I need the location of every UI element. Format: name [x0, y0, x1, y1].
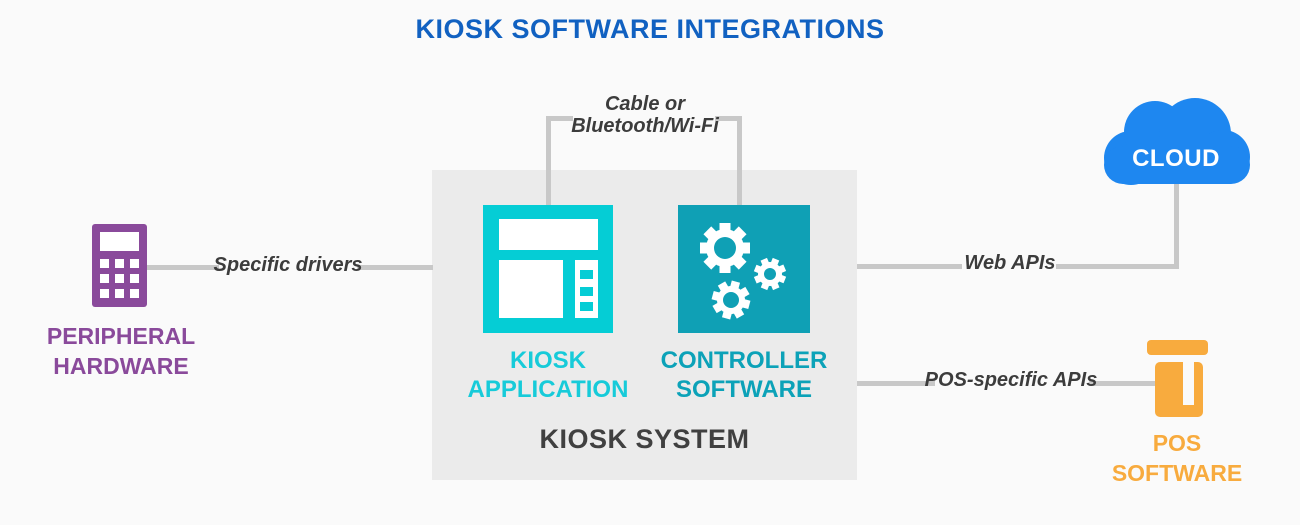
connector-cable-left-vertical [546, 116, 551, 206]
connector-cable-label-line2: Bluetooth/Wi-Fi [571, 115, 719, 137]
cash-register-slot [1183, 362, 1194, 405]
cash-register-icon [1155, 362, 1203, 417]
connector-posapis-segment-right [1089, 381, 1155, 386]
calculator-key [100, 289, 109, 298]
connector-webapis-segment-right [1056, 264, 1177, 269]
connector-drivers-label: Specific drivers [213, 254, 363, 276]
controller-software-label-line2: SOFTWARE [676, 376, 812, 403]
kiosk-application-label-line1: KIOSK [509, 347, 586, 374]
app-window-icon [483, 205, 613, 333]
connector-cable-right-horizontal [715, 116, 742, 121]
app-window-sidebar-item [580, 302, 593, 311]
kiosk-system-label: KIOSK SYSTEM [539, 424, 750, 454]
calculator-key [115, 289, 124, 298]
connector-webapis-label: Web APIs [964, 252, 1056, 274]
peripheral-hardware-label-line2: HARDWARE [53, 353, 189, 379]
gears-icon [678, 205, 810, 333]
calculator-key [115, 259, 124, 268]
connector-cable-label-line1: Cable or [604, 93, 686, 115]
gears-graphic [700, 223, 787, 320]
cloud-icon: CLOUD [1104, 98, 1250, 185]
app-window-sidebar-item [580, 287, 593, 296]
app-window-content [499, 260, 563, 318]
kiosk-application-label: KIOSK APPLICATION [448, 346, 648, 404]
peripheral-hardware-label-line1: PERIPHERAL [46, 323, 196, 349]
connector-cable-right-vertical [737, 116, 742, 206]
calculator-key [100, 274, 109, 283]
cash-register-icon-cap [1147, 340, 1208, 355]
app-window-header [499, 219, 598, 250]
calculator-key [130, 289, 139, 298]
calculator-screen [100, 232, 139, 251]
calculator-key [100, 259, 109, 268]
controller-software-label: CONTROLLER SOFTWARE [644, 346, 844, 404]
pos-software-label-line1: POS [1152, 430, 1202, 456]
diagram-title: KIOSK SOFTWARE INTEGRATIONS [415, 14, 885, 44]
calculator-key [115, 274, 124, 283]
connector-cloud-vertical [1174, 184, 1179, 269]
app-window-sidebar-item [580, 270, 593, 279]
peripheral-hardware-label: PERIPHERAL HARDWARE [21, 321, 221, 381]
controller-software-label-line1: CONTROLLER [660, 347, 828, 374]
calculator-icon [92, 224, 147, 307]
calculator-key [130, 274, 139, 283]
connector-webapis-segment-left [857, 264, 962, 269]
connector-cable-left-horizontal [546, 116, 573, 121]
app-window-sidebar [575, 260, 598, 318]
connector-posapis-label: POS-specific APIs [924, 369, 1098, 391]
pos-software-label: POS SOFTWARE [1077, 428, 1277, 488]
connector-cable-label: Cable or Bluetooth/Wi-Fi [545, 93, 745, 137]
connector-drivers-segment-right [357, 265, 433, 270]
kiosk-application-label-line2: APPLICATION [467, 376, 629, 403]
connector-posapis-segment-left [857, 381, 935, 386]
pos-software-label-line2: SOFTWARE [1111, 460, 1243, 486]
calculator-key [130, 259, 139, 268]
connector-drivers-segment-left [147, 265, 219, 270]
cloud-label: CLOUD [1132, 145, 1220, 172]
